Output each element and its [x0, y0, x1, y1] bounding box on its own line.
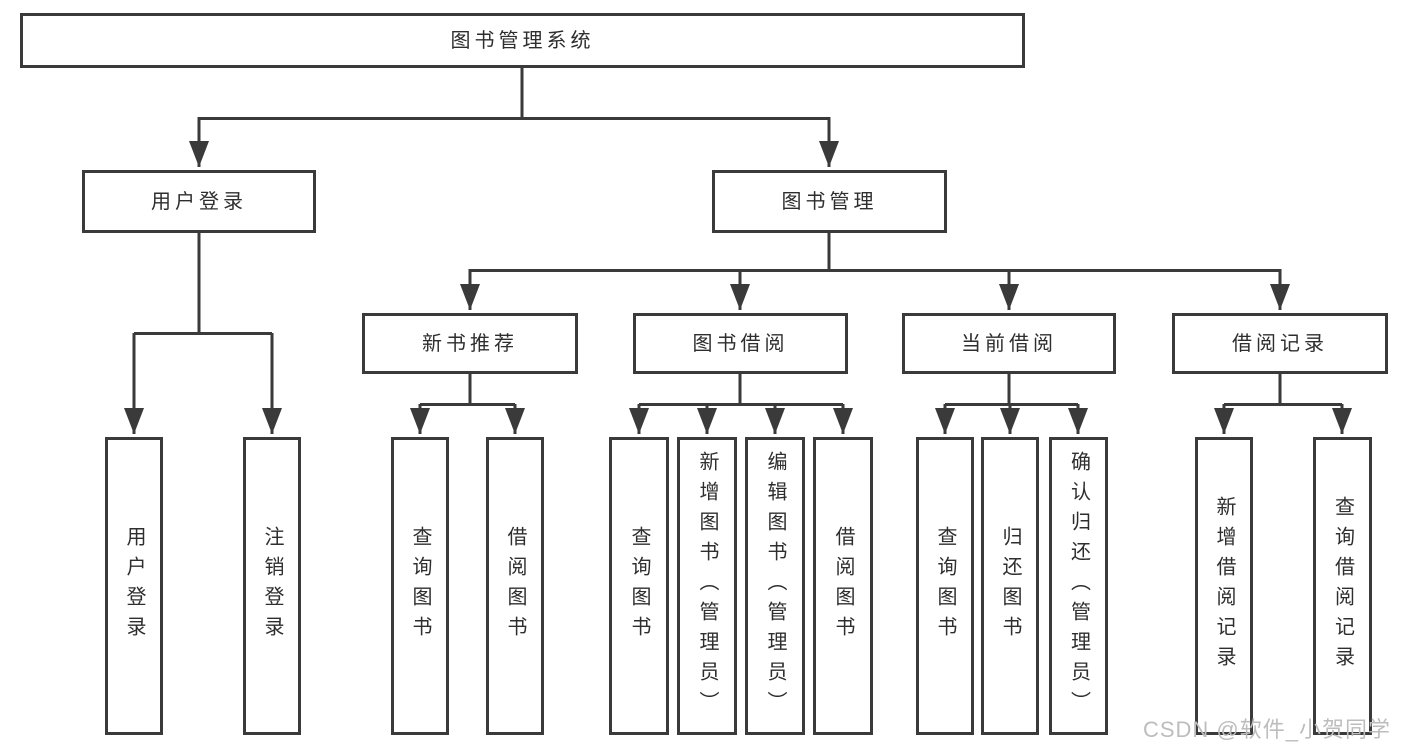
node-borrow-records: 借阅记录 [1172, 313, 1388, 374]
leaf-query-books-current: 查询图书 [916, 437, 974, 735]
node-root-system: 图书管理系统 [20, 13, 1025, 68]
node-user-login: 用户登录 [82, 170, 316, 233]
leaf-add-books-admin: 新增图书（管理员） [677, 437, 737, 735]
leaf-edit-books-admin: 编辑图书（管理员） [745, 437, 805, 735]
node-book-borrow: 图书借阅 [633, 313, 848, 374]
leaf-query-books-borrow: 查询图书 [609, 437, 669, 735]
leaf-query-books-recommend: 查询图书 [391, 437, 449, 735]
leaf-add-borrow-record: 新增借阅记录 [1195, 437, 1253, 735]
leaf-borrow-books-recommend: 借阅图书 [486, 437, 544, 735]
watermark: CSDN @软件_小贺同学 [1142, 716, 1391, 742]
leaf-return-books: 归还图书 [981, 437, 1039, 735]
node-current-borrow: 当前借阅 [902, 313, 1116, 374]
leaf-query-borrow-record: 查询借阅记录 [1313, 437, 1372, 735]
leaf-borrow-books: 借阅图书 [813, 437, 873, 735]
node-book-management: 图书管理 [712, 170, 947, 233]
leaf-user-login: 用户登录 [105, 437, 163, 735]
leaf-confirm-return-admin: 确认归还（管理员） [1049, 437, 1108, 735]
node-new-book-recommend: 新书推荐 [362, 313, 578, 374]
leaf-logout: 注销登录 [243, 437, 301, 735]
